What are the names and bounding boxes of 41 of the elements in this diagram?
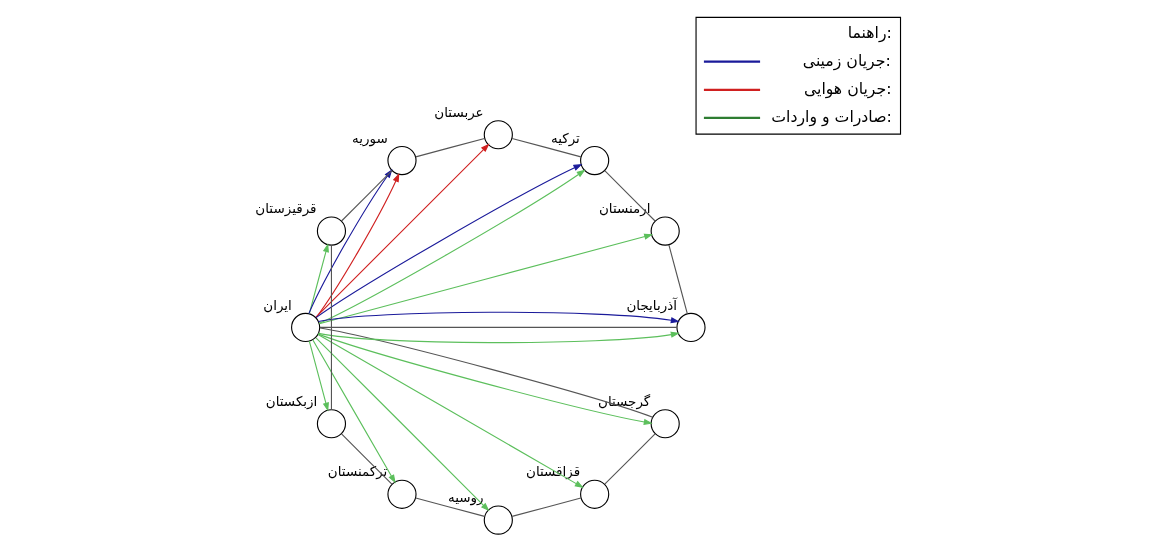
node-label: ایران: [263, 296, 292, 313]
node-circle: [387, 145, 417, 176]
node-label: آذربایجان: [626, 296, 677, 313]
node-circle: [676, 312, 706, 342]
node-label: ترکیه: [551, 129, 580, 146]
connector: [511, 137, 582, 158]
arrow: [315, 337, 490, 512]
connector: [604, 433, 656, 485]
connector: [668, 244, 688, 315]
node-circle: [316, 216, 347, 246]
node-label: گرجستان: [598, 392, 651, 409]
arrow: [317, 334, 584, 488]
node-circle: [483, 120, 513, 150]
node-circle: [483, 505, 513, 535]
node-label: ازبکستان: [265, 392, 318, 409]
node-label: سوریه: [352, 129, 388, 146]
node-circle: [580, 479, 610, 509]
legend-label: جریان زمینی:: [802, 50, 891, 70]
arrow: [318, 233, 654, 325]
connector: [415, 137, 486, 158]
legend-label: جریان هوایی:: [803, 78, 892, 98]
node-circle: [316, 409, 347, 439]
node-label: قزاقستان: [526, 463, 581, 480]
arrow: [315, 143, 490, 318]
node-circle: [650, 409, 680, 439]
arrow: [308, 340, 329, 412]
node-label: قرقیزستان: [255, 200, 317, 217]
connector: [330, 244, 332, 411]
connector: [511, 497, 582, 517]
node-circle: [291, 312, 321, 342]
arrow: [317, 331, 680, 344]
legend-label: صادرات و واردات:: [771, 107, 892, 127]
node-circle: [650, 216, 680, 246]
node-circle: [580, 145, 610, 176]
arrow: [312, 339, 396, 484]
label: راهنما:: [847, 22, 892, 42]
connector: [319, 326, 678, 328]
node-circle: [387, 479, 417, 509]
arrow: [317, 311, 680, 324]
node-label: عربستان: [434, 103, 484, 120]
arrow: [308, 243, 329, 315]
